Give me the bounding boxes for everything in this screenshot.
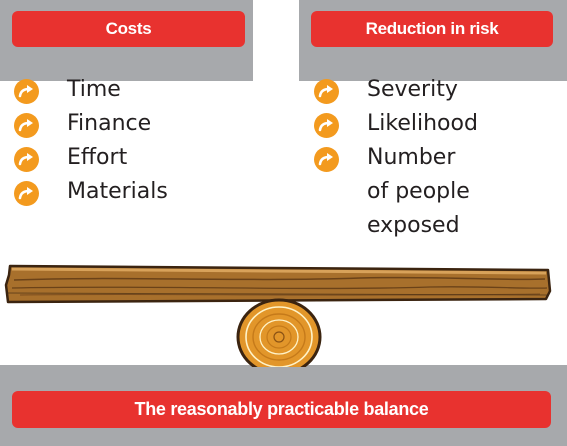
- risk-list: Severity Likelihood Number of people exp…: [314, 73, 478, 243]
- risk-item-label-cont: exposed: [367, 213, 460, 238]
- risk-item: Number of people exposed: [314, 141, 478, 243]
- wooden-plank: [4, 264, 552, 304]
- risk-item: Likelihood: [314, 107, 478, 141]
- costs-item-label: Finance: [67, 111, 152, 136]
- costs-item: Materials: [14, 175, 168, 209]
- arrow-bullet-icon: [314, 147, 339, 172]
- risk-item-label: Number: [367, 145, 456, 170]
- costs-heading: Costs: [12, 11, 245, 47]
- arrow-bullet-icon: [314, 113, 339, 138]
- risk-item-label: Severity: [367, 77, 458, 102]
- risk-item-label-cont: of people: [367, 179, 470, 204]
- arrow-bullet-icon: [314, 79, 339, 104]
- costs-item-label: Materials: [67, 179, 168, 204]
- costs-item-label: Time: [67, 77, 121, 102]
- seesaw-illustration: [4, 264, 552, 367]
- log-fulcrum: [236, 298, 322, 367]
- costs-item: Finance: [14, 107, 168, 141]
- arrow-bullet-icon: [14, 181, 39, 206]
- arrow-bullet-icon: [14, 79, 39, 104]
- costs-item-label: Effort: [67, 145, 128, 170]
- costs-item: Time: [14, 73, 168, 107]
- costs-list: Time Finance Effort Materials: [14, 73, 168, 209]
- arrow-bullet-icon: [14, 147, 39, 172]
- arrow-bullet-icon: [14, 113, 39, 138]
- balance-heading: The reasonably practicable balance: [12, 391, 551, 428]
- risk-item-label: Likelihood: [367, 111, 478, 136]
- risk-heading: Reduction in risk: [311, 11, 553, 47]
- risk-item: Severity: [314, 73, 478, 107]
- costs-item: Effort: [14, 141, 168, 175]
